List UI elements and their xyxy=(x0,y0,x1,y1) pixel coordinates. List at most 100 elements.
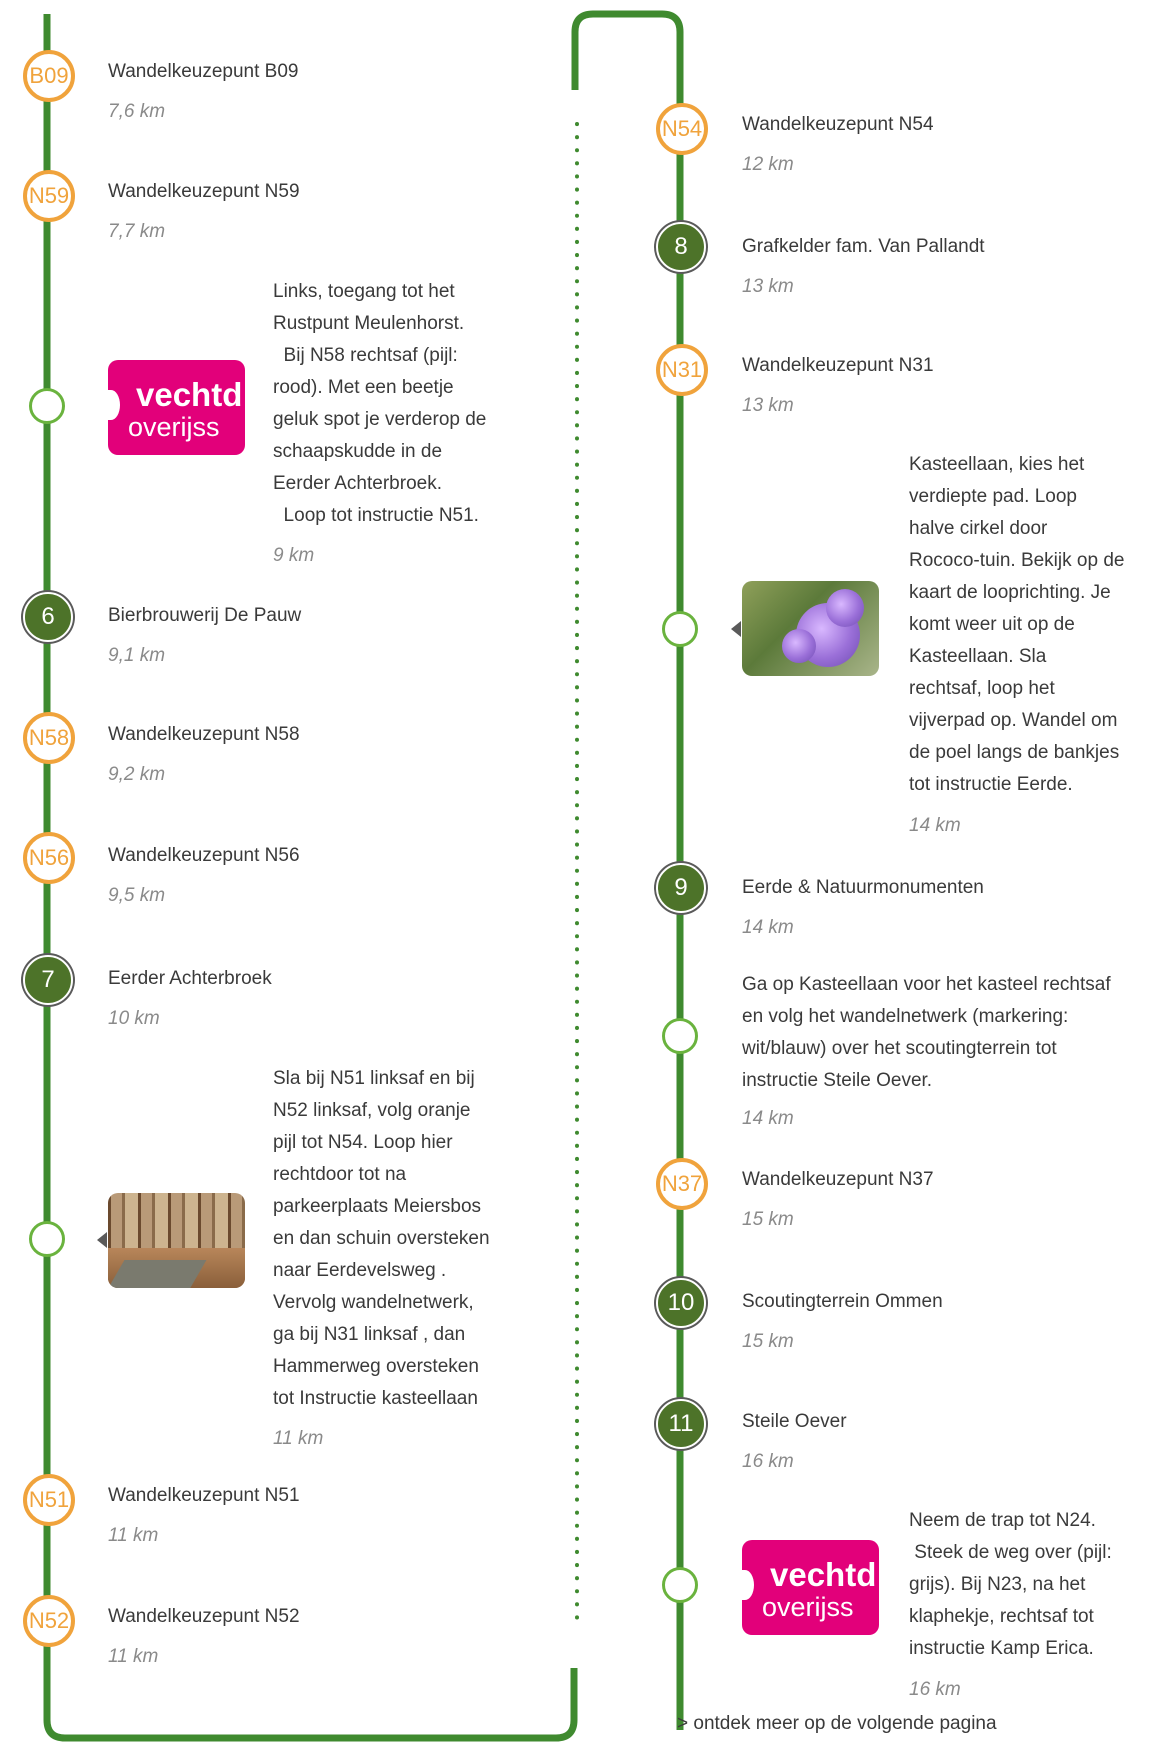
waypoint-marker xyxy=(29,388,65,424)
badge-poi-11: 11 xyxy=(656,1399,706,1449)
rhododendron-photo-icon xyxy=(742,581,879,676)
instruction-line: Sla bij N51 linksaf en bij xyxy=(273,1068,475,1089)
instruction-line: instructie Steile Oever. xyxy=(742,1070,933,1091)
stop-title: Wandelkeuzepunt B09 xyxy=(108,61,299,82)
stop-distance: 16 km xyxy=(909,1679,961,1700)
instruction-line: en volg het wandelnetwerk (markering: xyxy=(742,1006,1069,1027)
stop-title: Wandelkeuzepunt N59 xyxy=(108,181,300,202)
logo-text-line-2: overijss xyxy=(128,412,220,442)
left-route-line xyxy=(43,14,578,1742)
instruction-line: komt weer uit op de xyxy=(909,614,1075,635)
instruction-line: halve cirkel door xyxy=(909,518,1048,539)
instruction-line: Kasteellaan. Sla xyxy=(909,646,1047,667)
badge-b09: B09 xyxy=(23,50,75,102)
stop-title: Wandelkeuzepunt N37 xyxy=(742,1169,934,1190)
instruction-line: Loop tot instructie N51. xyxy=(273,505,479,526)
badge-poi-7: 7 xyxy=(23,955,73,1005)
vechtdal-overijssel-logo-icon: vechtd overijss xyxy=(108,360,245,455)
instruction-line: en dan schuin oversteken xyxy=(273,1228,490,1249)
badge-n56: N56 xyxy=(23,832,75,884)
instruction-line: instructie Kamp Erica. xyxy=(909,1638,1094,1659)
badge-n37: N37 xyxy=(656,1158,708,1210)
logo-text-line-1: vechtd xyxy=(136,376,243,413)
instruction-line: verdiepte pad. Loop xyxy=(909,486,1077,507)
stop-title: Wandelkeuzepunt N31 xyxy=(742,355,934,376)
instruction-line: rood). Met een beetje xyxy=(273,377,454,398)
stop-title: Steile Oever xyxy=(742,1411,847,1432)
instruction-line: tot Instructie kasteellaan xyxy=(273,1388,478,1409)
instruction-line: Steek de weg over (pijl: xyxy=(909,1542,1112,1563)
stop-distance: 7,6 km xyxy=(108,101,166,122)
waypoint-marker xyxy=(29,1221,65,1257)
stop-distance: 9,2 km xyxy=(108,764,166,785)
instruction-line: Ga op Kasteellaan voor het kasteel recht… xyxy=(742,974,1111,995)
flower-bloom xyxy=(782,629,816,663)
instruction-line: parkeerplaats Meiersbos xyxy=(273,1196,482,1217)
waypoint-marker xyxy=(662,1018,698,1054)
instruction-text: Sla bij N51 linksaf en bij N52 linksaf, … xyxy=(273,1063,543,1415)
instruction-line: Links, toegang tot het xyxy=(273,281,455,302)
vechtdal-overijssel-logo-icon: vechtd overijss xyxy=(742,1540,879,1635)
instruction-line: Rustpunt Meulenhorst. xyxy=(273,313,465,334)
badge-n54: N54 xyxy=(656,103,708,155)
next-page-link[interactable]: > ontdek meer op de volgende pagina xyxy=(677,1713,997,1734)
instruction-line: Rococo-tuin. Bekijk op de xyxy=(909,550,1125,571)
stop-distance: 9,5 km xyxy=(108,885,166,906)
stop-distance: 15 km xyxy=(742,1331,794,1352)
instruction-line: Vervolg wandelnetwerk, xyxy=(273,1292,474,1313)
instruction-line: Eerder Achterbroek. xyxy=(273,473,442,494)
instruction-line: Hammerweg oversteken xyxy=(273,1356,479,1377)
photo-path xyxy=(108,1259,207,1288)
instruction-line: Kasteellaan, kies het xyxy=(909,454,1085,475)
instruction-line: Neem de trap tot N24. xyxy=(909,1510,1096,1531)
badge-poi-6: 6 xyxy=(23,592,73,642)
instruction-line: rechtsaf, loop het xyxy=(909,678,1055,699)
instruction-line: rechtdoor tot na xyxy=(273,1164,407,1185)
instruction-text: Kasteellaan, kies het verdiepte pad. Loo… xyxy=(909,449,1159,801)
stop-title: Wandelkeuzepunt N56 xyxy=(108,845,300,866)
stop-distance: 16 km xyxy=(742,1451,794,1472)
stop-distance: 11 km xyxy=(273,1428,324,1449)
instruction-text: Links, toegang tot het Rustpunt Meulenho… xyxy=(273,276,543,532)
stop-distance: 12 km xyxy=(742,154,794,175)
stop-distance: 9 km xyxy=(273,545,315,566)
stop-title: Wandelkeuzepunt N58 xyxy=(108,724,300,745)
instruction-line: pijl tot N54. Loop hier xyxy=(273,1132,453,1153)
stop-title: Wandelkeuzepunt N51 xyxy=(108,1485,300,1506)
stop-title: Scoutingterrein Ommen xyxy=(742,1291,943,1312)
logo-notch-shape xyxy=(742,1570,754,1600)
instruction-text: Neem de trap tot N24. Steek de weg over … xyxy=(909,1505,1159,1665)
logo-text-line-2: overijss xyxy=(762,1592,854,1622)
stop-distance: 11 km xyxy=(108,1646,159,1667)
instruction-line: N52 linksaf, volg oranje xyxy=(273,1100,471,1121)
badge-n52: N52 xyxy=(23,1595,75,1647)
flower-bloom xyxy=(826,589,864,627)
instruction-line: ga bij N31 linksaf , dan xyxy=(273,1324,466,1345)
instruction-text: Ga op Kasteellaan voor het kasteel recht… xyxy=(742,969,1160,1097)
instruction-line: Bij N58 rechtsaf (pijl: xyxy=(273,345,458,366)
instruction-line: klaphekje, rechtsaf tot xyxy=(909,1606,1094,1627)
stop-distance: 14 km xyxy=(742,1108,794,1129)
badge-n59: N59 xyxy=(23,170,75,222)
stop-distance: 15 km xyxy=(742,1209,794,1230)
waypoint-marker xyxy=(662,1567,698,1603)
instruction-line: naar Eerdevelsweg . xyxy=(273,1260,447,1281)
instruction-line: schaapskudde in de xyxy=(273,441,443,462)
stop-title: Bierbrouwerij De Pauw xyxy=(108,605,302,626)
stop-distance: 13 km xyxy=(742,276,794,297)
stop-distance: 14 km xyxy=(742,917,794,938)
logo-text-line-1: vechtd xyxy=(770,1556,877,1593)
badge-poi-10: 10 xyxy=(656,1278,706,1328)
top-connector-line xyxy=(571,10,684,96)
photo-pointer xyxy=(97,1232,107,1248)
photo-pointer xyxy=(731,621,741,637)
stop-title: Wandelkeuzepunt N54 xyxy=(742,114,934,135)
stop-title: Eerde & Natuurmonumenten xyxy=(742,877,984,898)
badge-n51: N51 xyxy=(23,1474,75,1526)
badge-poi-9: 9 xyxy=(656,863,706,913)
instruction-line: grijs). Bij N23, na het xyxy=(909,1574,1086,1595)
stop-title: Wandelkeuzepunt N52 xyxy=(108,1606,300,1627)
instruction-line: vijverpad op. Wandel om xyxy=(909,710,1118,731)
stop-title: Grafkelder fam. Van Pallandt xyxy=(742,236,985,257)
